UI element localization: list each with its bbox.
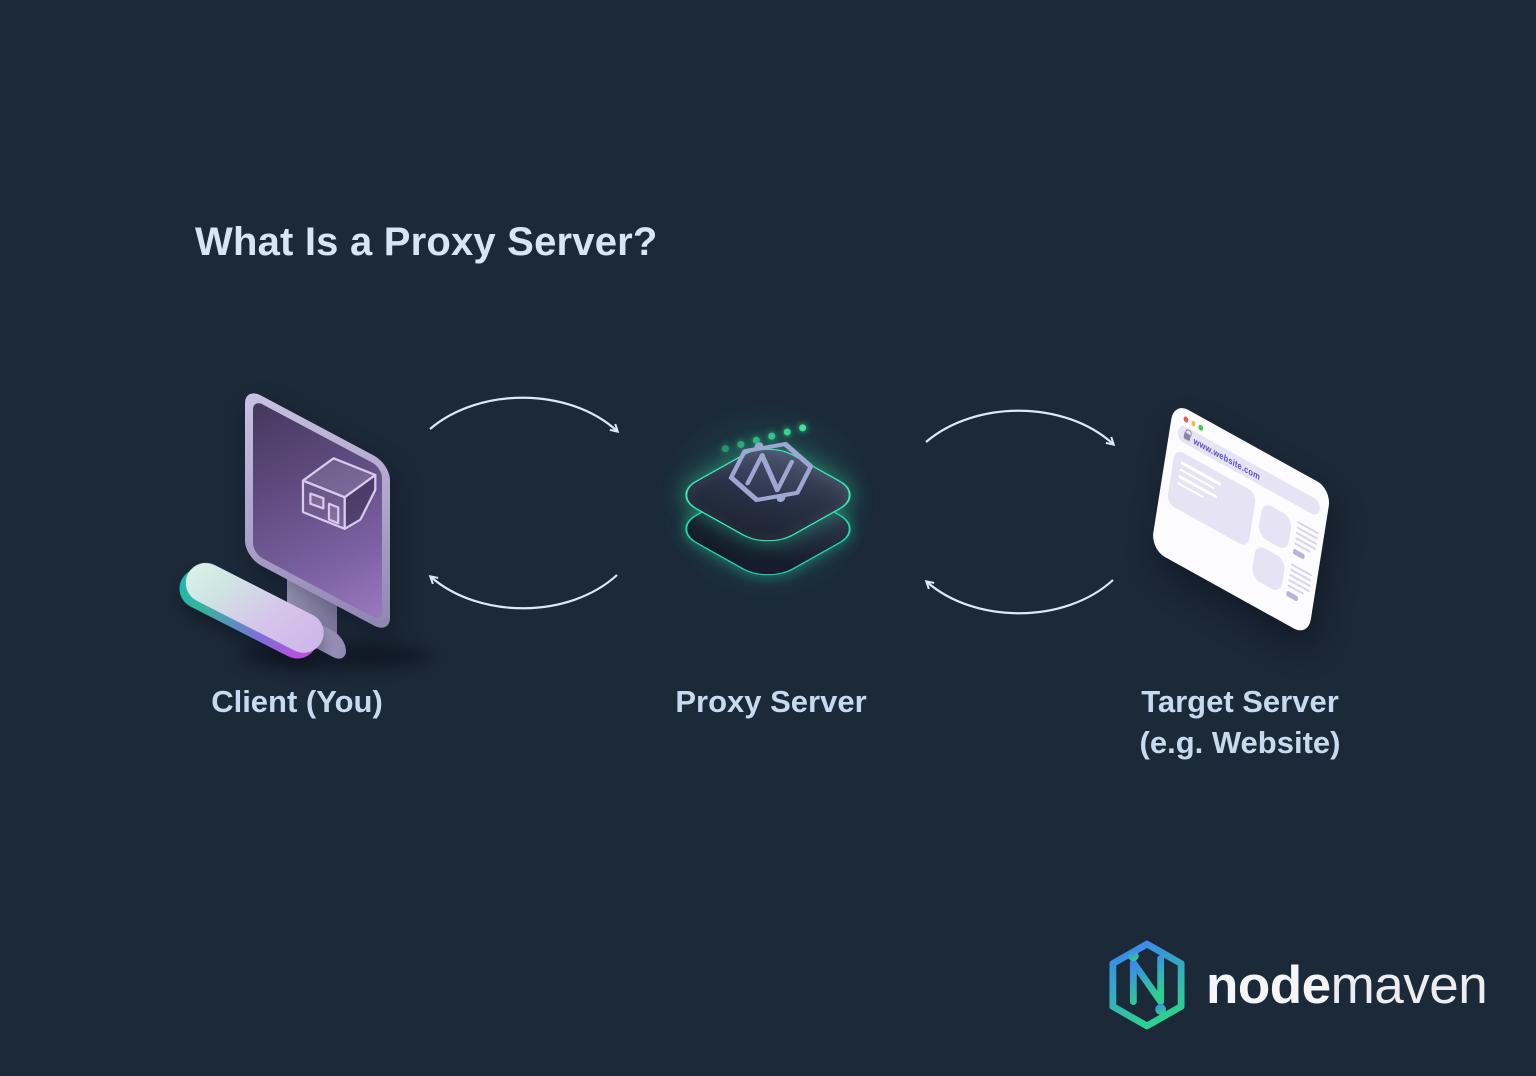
traffic-green-icon — [1198, 423, 1204, 431]
nodemaven-wordmark: nodemaven — [1206, 955, 1488, 1016]
proxy-hexagon-logo-icon — [728, 441, 814, 503]
request-arrow-client-to-proxy — [429, 396, 620, 434]
request-arrow-proxy-to-target — [925, 409, 1116, 447]
nodemaven-hexagon-icon — [1109, 940, 1185, 1030]
response-arrow-target-to-proxy — [924, 579, 1114, 615]
response-arrow-proxy-to-client — [428, 574, 618, 610]
target-label-line1: Target Server — [1141, 684, 1339, 719]
mini-button-skeleton — [1292, 548, 1305, 560]
proxy-label: Proxy Server — [675, 684, 867, 719]
proxy-server-illustration — [642, 386, 892, 616]
traffic-yellow-icon — [1190, 419, 1196, 427]
nodemaven-logo: nodemaven — [1108, 938, 1488, 1032]
logo-text-maven: maven — [1330, 955, 1488, 1015]
client-label: Client (You) — [211, 684, 383, 719]
page-title: What Is a Proxy Server? — [195, 220, 658, 264]
mini-button-skeleton — [1286, 590, 1299, 602]
traffic-red-icon — [1183, 415, 1189, 423]
target-label-line2: (e.g. Website) — [1139, 724, 1341, 760]
target-server-illustration: www.website.com — [1150, 402, 1332, 637]
logo-text-node: node — [1206, 955, 1331, 1015]
browser-text-column — [1286, 563, 1313, 607]
browser-card — [1250, 543, 1286, 594]
lock-icon — [1183, 431, 1191, 442]
browser-card — [1257, 501, 1293, 552]
browser-text-column — [1292, 520, 1319, 565]
house-icon — [301, 457, 377, 530]
arrows-proxy-target — [924, 409, 1116, 615]
arrows-client-proxy — [428, 396, 620, 610]
target-label: Target Server (e.g. Website) — [1090, 682, 1390, 764]
